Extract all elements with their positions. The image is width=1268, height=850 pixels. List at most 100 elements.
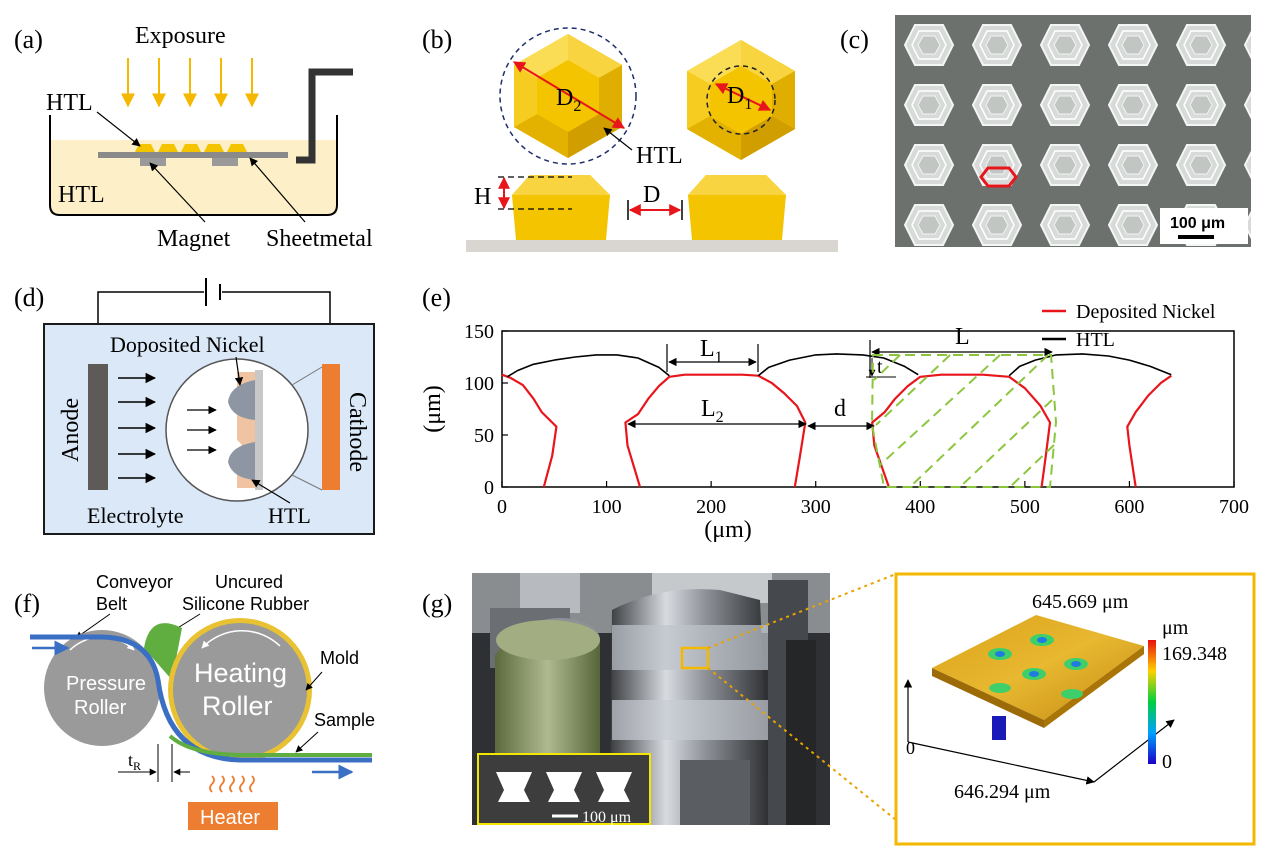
panel-d-label: (d) xyxy=(14,283,44,312)
x-axis-label: (μm) xyxy=(704,517,752,543)
h-label: H xyxy=(474,184,491,210)
heating-label-1: Heating xyxy=(194,658,287,688)
colorbar xyxy=(1148,640,1156,764)
cross-section-inset: 100 μm xyxy=(477,753,651,826)
pressure-roller xyxy=(44,630,160,746)
magnet-label: Magnet xyxy=(157,226,231,252)
zoom-nickel xyxy=(228,380,255,480)
x-tick-label: 400 xyxy=(905,496,935,518)
l-label: L xyxy=(955,324,970,350)
x-tick-label: 500 xyxy=(1010,496,1040,518)
zoom-arrows xyxy=(187,405,217,455)
d-label-b: D xyxy=(643,182,660,208)
holder-arm xyxy=(296,68,353,164)
series-line-nickel xyxy=(871,373,1052,488)
series-line-htl xyxy=(1008,353,1172,377)
legend-label: HTL xyxy=(1076,329,1115,351)
inset-scale-label: 100 μm xyxy=(582,809,632,826)
magnet-left xyxy=(140,158,166,166)
zoom-cathode xyxy=(255,370,263,490)
exposure-arrows xyxy=(121,58,259,108)
colorbar-min: 0 xyxy=(1162,751,1172,773)
panel-f-label: (f) xyxy=(14,589,40,618)
l1-label: L1 xyxy=(700,336,723,366)
substrate xyxy=(466,240,838,252)
d2-label: D2 xyxy=(556,85,581,115)
heating-label-2: Roller xyxy=(202,691,273,721)
doposited-nickel-label: Doposited Nickel xyxy=(110,332,265,357)
sample-label: Sample xyxy=(314,710,375,730)
y-tick-label: 50 xyxy=(474,425,494,447)
uncured-label-2: Silicone Rubber xyxy=(182,594,309,614)
htl-bath-container xyxy=(49,115,338,216)
topography-3d xyxy=(903,615,1175,785)
series-line-nickel xyxy=(624,373,807,488)
cathode xyxy=(322,364,340,490)
heater-label: Heater xyxy=(200,807,260,829)
htl-structures xyxy=(135,144,247,152)
htl-label-d: HTL xyxy=(268,503,311,528)
d-label-e: d xyxy=(834,396,846,422)
conveyor-belt xyxy=(30,634,372,763)
panel-a: (a) Exposure HTL HTL Magnet Sheetmetal xyxy=(14,23,373,252)
panel-c: (c) 100 μm xyxy=(840,15,1251,247)
x-tick-label: 300 xyxy=(801,496,831,518)
htl-left-label: HTL xyxy=(58,182,105,208)
panel-g-label: (g) xyxy=(422,589,452,618)
l2-label: L2 xyxy=(701,396,724,426)
x-tick-label: 0 xyxy=(497,496,507,518)
plot-frame xyxy=(501,330,1235,488)
t-label: t xyxy=(877,356,883,378)
magnet-right xyxy=(212,158,238,166)
panel-d: (d) Anode Cathode Doposited Nickel Elect… xyxy=(14,278,375,535)
panel-a-label: (a) xyxy=(14,25,43,54)
sheetmetal-plate xyxy=(98,152,288,158)
electrolyte-label: Electrolyte xyxy=(87,503,184,528)
exposure-label: Exposure xyxy=(135,23,226,49)
colorbar-unit: μm xyxy=(1162,617,1189,639)
y-tick-label: 150 xyxy=(464,321,494,343)
cathode-label: Cathode xyxy=(344,392,370,472)
z-zero-label: 0 xyxy=(906,738,915,758)
photo-highlight-box xyxy=(680,646,710,670)
colorbar-max: 169.348 xyxy=(1162,643,1227,665)
legend-label: Deposited Nickel xyxy=(1076,301,1216,323)
htl-label-b: HTL xyxy=(636,143,683,169)
heat-waves xyxy=(209,775,255,793)
x-tick-label: 100 xyxy=(592,496,622,518)
panel-f: (f) Conveyor Belt Uncured Silicone Rubbe… xyxy=(14,572,375,830)
htl-top-label: HTL xyxy=(46,90,93,116)
conveyor-label-2: Belt xyxy=(96,594,127,614)
hatched-region xyxy=(870,354,1058,488)
x-tick-label: 200 xyxy=(696,496,726,518)
panel-b-label: (b) xyxy=(422,25,452,54)
scale-label-c: 100 μm xyxy=(1170,215,1225,232)
sample-layer xyxy=(168,734,372,757)
y-axis-label: (μm) xyxy=(420,385,446,433)
chart-annotations: L1 L2 d L t xyxy=(627,324,1058,488)
top-dimension-label: 645.669 μm xyxy=(1032,591,1129,613)
y-tick-label: 100 xyxy=(464,373,494,395)
series-line-nickel xyxy=(501,373,558,488)
tr-label: tR xyxy=(128,750,141,773)
bottom-dimension-label: 646.294 μm xyxy=(954,781,1051,803)
sheetmetal-label: Sheetmetal xyxy=(266,226,373,252)
highlight-hexagon xyxy=(979,166,1018,188)
y-tick-label: 0 xyxy=(484,477,494,499)
x-tick-label: 600 xyxy=(1114,496,1144,518)
panel-b: (b) D2 HTL D1 xyxy=(422,25,838,252)
anode-label: Anode xyxy=(58,398,84,462)
mold-label: Mold xyxy=(320,648,359,668)
conveyor-label-1: Conveyor xyxy=(96,572,173,592)
heating-roller xyxy=(173,623,307,757)
uncured-label-1: Uncured xyxy=(215,572,283,592)
series-line-htl xyxy=(506,354,670,378)
d2-circumscribed-circle xyxy=(499,27,637,165)
pressure-label-1: Pressure xyxy=(66,673,146,695)
panel-e-label: (e) xyxy=(422,283,451,312)
d1-label: D1 xyxy=(727,83,752,113)
panel-g: (g) 100 μm xyxy=(422,572,1256,846)
d1-inscribed-circle xyxy=(706,65,776,135)
